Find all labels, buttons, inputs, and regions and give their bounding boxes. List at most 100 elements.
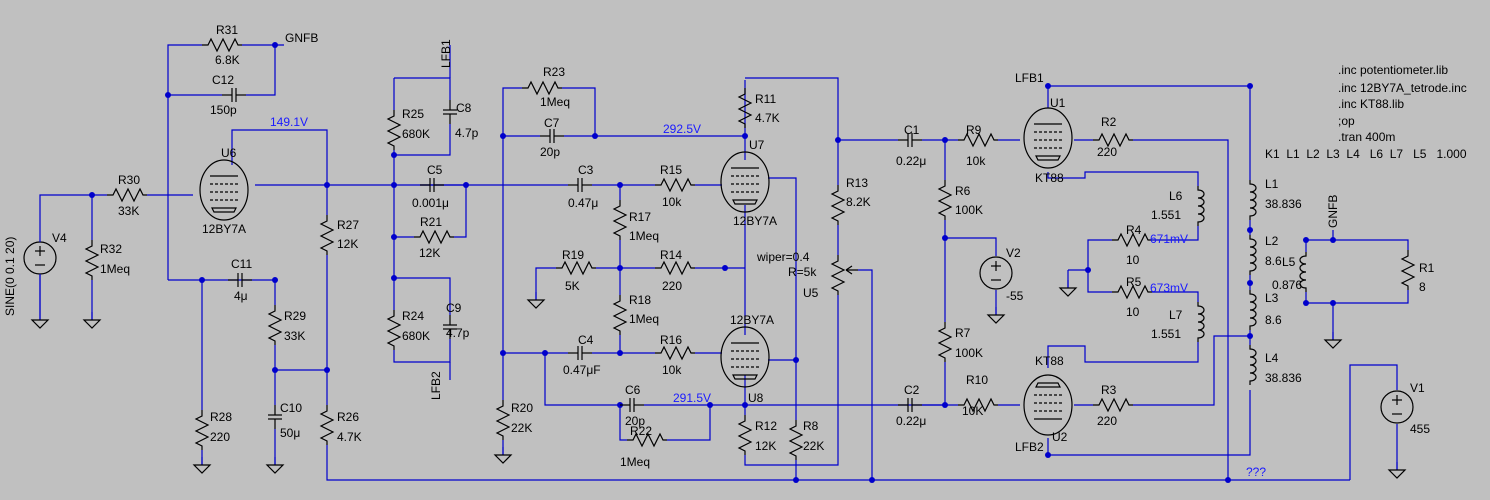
net-lfb1-u1: LFB1	[1015, 71, 1044, 85]
resistor-r30	[106, 188, 148, 202]
resistor-r28	[195, 409, 209, 451]
label-r6: R6	[955, 184, 971, 198]
value-r23: 1Meq	[540, 95, 570, 109]
label-r7: R7	[955, 326, 971, 340]
label-l1: L1	[1265, 177, 1279, 191]
value-r4: 10	[1126, 253, 1140, 267]
label-c5: C5	[427, 163, 443, 177]
ground-icon	[193, 456, 211, 474]
label-r30: R30	[118, 173, 140, 187]
tube-u6	[199, 159, 249, 221]
label-r15: R15	[660, 163, 682, 177]
value-c10: 50μ	[280, 426, 300, 440]
value-c1: 0.22μ	[896, 154, 926, 168]
junctions	[89, 42, 1336, 483]
label-r10: R10	[966, 373, 988, 387]
value-r29: 33K	[284, 329, 305, 343]
resistor-r16	[654, 346, 696, 360]
value-r19: 5K	[565, 279, 580, 293]
label-l6: L6	[1169, 189, 1183, 203]
value-r26: 4.7K	[337, 430, 362, 444]
label-r17: R17	[629, 210, 651, 224]
label-l2: L2	[1265, 234, 1279, 248]
resistor-r29	[268, 304, 282, 346]
label-r31: R31	[216, 23, 238, 37]
label-u5: U5	[803, 286, 819, 300]
value-r30: 33K	[118, 204, 139, 218]
label-r21: R21	[420, 215, 442, 229]
label-u2: U2	[1052, 430, 1068, 444]
directive-line: .inc KT88.lib	[1338, 97, 1404, 111]
value-c7: 20p	[540, 145, 560, 159]
value-r15: 10k	[662, 195, 682, 209]
label-r25: R25	[402, 107, 424, 121]
net-lfb2-u2: LFB2	[1015, 440, 1044, 454]
ground-icon	[83, 311, 101, 329]
resistor-r6	[938, 179, 952, 221]
value-r5: 10	[1126, 305, 1140, 319]
label-l4: L4	[1265, 351, 1279, 365]
wires	[39, 44, 1409, 481]
resistor-r12	[738, 414, 752, 456]
resistor-r21	[413, 230, 455, 244]
voltage-unknown: ???	[1246, 465, 1266, 479]
value-r3: 220	[1097, 414, 1117, 428]
capacitor-c4	[567, 345, 593, 361]
value-r1: 8	[1419, 280, 1426, 294]
resistor-r17	[613, 199, 627, 241]
label-r13: R13	[846, 176, 868, 190]
net-lfb2-bottom: LFB2	[429, 371, 443, 400]
resistor-r31	[201, 38, 243, 52]
label-r1: R1	[1419, 261, 1435, 275]
components	[23, 38, 1415, 479]
spice-directives: .inc potentiometer.lib .inc 12BY7A_tetro…	[1265, 63, 1467, 161]
label-l3: L3	[1265, 291, 1279, 305]
value-r8: 22K	[803, 439, 824, 453]
voltage-source-v1	[1380, 390, 1414, 424]
value-r6: 100K	[955, 203, 983, 217]
label-r28: R28	[210, 410, 232, 424]
label-v1: V1	[1410, 381, 1425, 395]
resistor-r14	[654, 261, 696, 275]
label-c7: C7	[544, 116, 560, 130]
value-r11: 4.7K	[755, 111, 780, 125]
resistor-r25	[387, 109, 401, 151]
potentiometer-u5	[831, 254, 845, 296]
label-v4: V4	[52, 231, 67, 245]
resistor-r8	[789, 419, 803, 461]
value-r24: 680K	[402, 329, 430, 343]
value-l3: 8.6	[1265, 313, 1282, 327]
value-r16: 10k	[662, 363, 682, 377]
value-r20: 22K	[511, 421, 532, 435]
inductor-l6	[1197, 185, 1205, 227]
label-c9: C9	[446, 301, 462, 315]
label-r26: R26	[337, 410, 359, 424]
ground-icon	[1059, 279, 1077, 297]
value-r21: 12K	[419, 246, 440, 260]
ground-icon	[527, 291, 545, 309]
label-r11: R11	[755, 92, 776, 106]
directive-line: ;op	[1338, 114, 1355, 128]
source-v4: SINE(0 0.1 20)	[3, 237, 17, 316]
value-c4: 0.47μF	[563, 363, 601, 377]
value-c8: 4.7p	[455, 126, 479, 140]
value-r7: 100K	[955, 346, 983, 360]
value-c11: 4μ	[234, 289, 248, 303]
capacitor-c7	[539, 128, 565, 144]
resistor-r24	[387, 309, 401, 351]
value-r14: 220	[662, 279, 682, 293]
tube-u7	[720, 151, 770, 213]
ground-icon	[1388, 461, 1406, 479]
value-l4: 38.836	[1265, 371, 1302, 385]
value-r18: 1Meq	[629, 312, 659, 326]
ground-icon	[31, 311, 49, 329]
inductor-l4	[1249, 344, 1257, 386]
directive-line: .inc potentiometer.lib	[1338, 63, 1448, 77]
tube-u1	[1023, 107, 1073, 169]
resistor-r27	[320, 214, 334, 256]
label-r24: R24	[402, 309, 424, 323]
capacitor-c12	[221, 87, 247, 103]
resistor-r1	[1401, 249, 1415, 291]
model-u1: KT88	[1035, 171, 1064, 185]
